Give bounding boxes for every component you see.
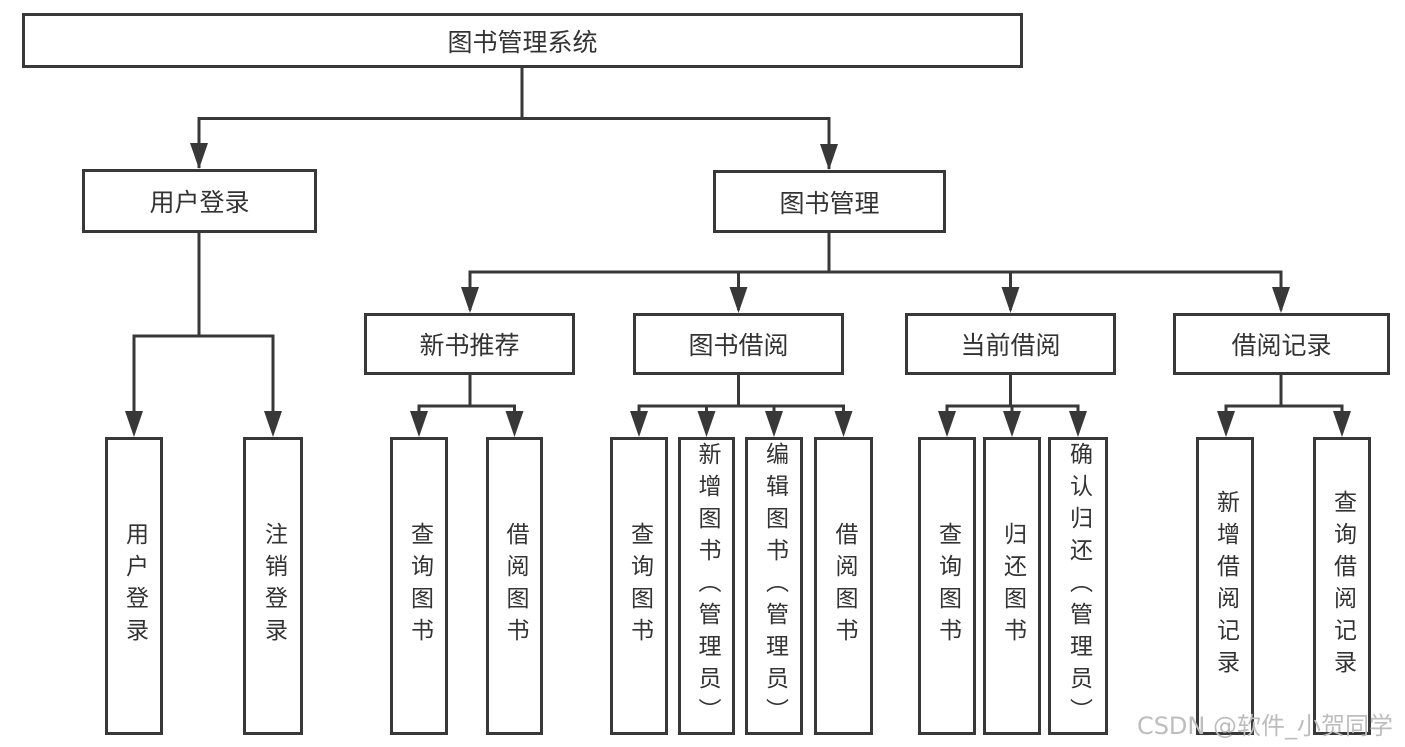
leaf-query-books-recommend-label: 查询图书 <box>406 522 433 650</box>
connector-book-borrowing-rail <box>637 374 845 433</box>
leaf-borrow-books-borrowing-label: 借阅图书 <box>831 522 857 650</box>
connector-level2-rail <box>197 117 831 169</box>
leaf-query-borrow-record: 查询借阅记录 <box>1313 437 1371 735</box>
connector-user-login-rail <box>132 232 275 433</box>
leaf-edit-books-admin-label: 编辑图书（管理员） <box>761 442 788 730</box>
node-new-book-recommendation: 新书推荐 <box>364 313 575 375</box>
node-book-management-system: 图书管理系统 <box>22 13 1023 68</box>
leaf-borrow-books-recommend: 借阅图书 <box>486 437 543 735</box>
node-borrowing-records: 借阅记录 <box>1173 313 1390 375</box>
leaf-query-books-current: 查询图书 <box>918 437 976 735</box>
leaf-user-login-label: 用户登录 <box>121 522 148 650</box>
leaf-logout-label: 注销登录 <box>260 522 287 650</box>
leaf-return-books-label: 归还图书 <box>999 522 1026 650</box>
leaf-query-books-current-label: 查询图书 <box>934 522 961 650</box>
leaf-return-books: 归还图书 <box>983 437 1041 735</box>
node-user-login: 用户登录 <box>82 169 317 233</box>
leaf-confirm-return-admin: 确认归还（管理员） <box>1048 437 1108 735</box>
leaf-query-books-borrowing: 查询图书 <box>610 437 668 735</box>
leaf-add-borrow-record-label: 新增借阅记录 <box>1212 490 1239 682</box>
leaf-query-borrow-record-label: 查询借阅记录 <box>1329 490 1356 682</box>
leaf-add-borrow-record: 新增借阅记录 <box>1196 437 1254 735</box>
node-book-borrowing: 图书借阅 <box>633 313 844 375</box>
leaf-query-books-recommend: 查询图书 <box>390 437 448 735</box>
csdn-watermark: CSDN @软件_小贺同学 <box>1136 712 1393 740</box>
node-current-borrowing: 当前借阅 <box>905 313 1116 375</box>
leaf-confirm-return-admin-label: 确认归还（管理员） <box>1065 442 1092 730</box>
leaf-edit-books-admin: 编辑图书（管理员） <box>745 437 803 735</box>
leaf-borrow-books-borrowing: 借阅图书 <box>814 437 873 735</box>
leaf-logout: 注销登录 <box>243 437 303 735</box>
leaf-add-books-admin-label: 新增图书（管理员） <box>694 442 720 730</box>
connector-borrowing-records-rail <box>1224 374 1344 433</box>
connector-book-management-rail <box>468 232 1283 310</box>
leaf-borrow-books-recommend-label: 借阅图书 <box>502 522 528 650</box>
leaf-add-books-admin: 新增图书（管理员） <box>678 437 735 735</box>
node-book-management: 图书管理 <box>713 170 946 233</box>
leaf-query-books-borrowing-label: 查询图书 <box>626 522 653 650</box>
leaf-user-login: 用户登录 <box>105 437 163 735</box>
connector-new-book-rail <box>417 374 516 433</box>
